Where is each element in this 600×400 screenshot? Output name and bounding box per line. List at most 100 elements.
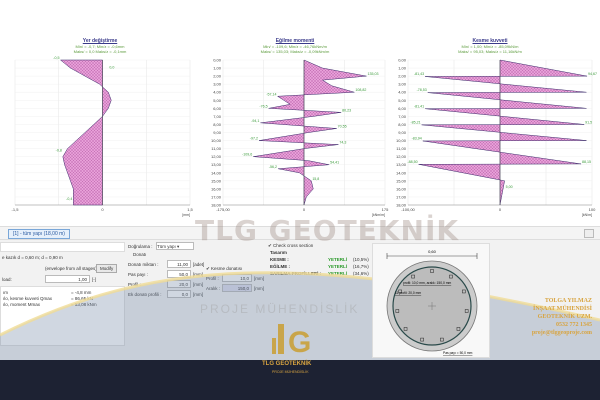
data-label: 135,03 <box>367 72 378 76</box>
extra-profile-label: Ek donatı profili : <box>128 292 162 297</box>
data-label: -94,1 <box>251 119 259 123</box>
depth-tick-label: 5,00 <box>213 98 222 103</box>
shear-chart: Kesme kuvveti Min/ = 1,00; Min/z = -85,0… <box>380 0 600 222</box>
unit: [mm] <box>254 286 264 291</box>
rebar-mark <box>395 309 400 313</box>
logo-subtext: PROJE MÜHENDİSLİK <box>272 370 309 374</box>
data-label: 0,0 <box>109 66 114 70</box>
data-label: 80,23 <box>342 108 351 112</box>
depth-tick-label: 4,00 <box>213 90 222 95</box>
depth-tick-label: 3,00 <box>213 82 222 87</box>
depth-tick-label: 2,00 <box>398 74 407 79</box>
depth-tick-label: 12,00 <box>396 154 407 159</box>
result-label: ılo, kesme kuvveti Qmax <box>3 296 53 301</box>
depth-tick-label: 3,00 <box>398 82 407 87</box>
depth-tick-label: 17,00 <box>211 194 222 199</box>
design-row-status: YETERLİ <box>328 271 348 276</box>
data-label: -109,6 <box>242 153 252 157</box>
design-row-percent: (34,6%) <box>353 271 369 276</box>
shear-plot: 0,001,002,003,004,005,006,007,008,009,00… <box>396 58 597 218</box>
profile-label: Profil : <box>128 282 141 287</box>
depth-tick-label: 13,00 <box>396 162 407 167</box>
data-label: 94,67 <box>588 72 597 76</box>
depth-tick-label: 18,00 <box>396 203 407 208</box>
profile-input[interactable]: 20,0 <box>167 280 191 288</box>
x-unit-label: [kNm/m] <box>372 213 385 217</box>
rebar-mark <box>430 269 434 273</box>
stirrup-label: profil: 10,0 mm, aralık: 150,0 mm <box>403 281 451 285</box>
x-tick-label: 100 <box>589 207 596 212</box>
data-label: -78,53 <box>417 88 427 92</box>
result-value: = 53,08 kNm <box>71 302 97 307</box>
verification-select[interactable]: Tüm yapı ▾ <box>156 242 194 250</box>
bar-count-input[interactable]: 11,00 <box>167 260 191 268</box>
data-label: 88,15 <box>582 160 591 164</box>
cover-input[interactable]: 50,0 <box>167 270 191 278</box>
depth-tick-label: 14,00 <box>211 170 222 175</box>
x-tick-label: 0 <box>303 207 306 212</box>
verification-label: Doğrulama : <box>128 244 153 249</box>
shear-rebar-checkbox[interactable]: ✔ Kesme donatısı <box>206 266 243 271</box>
data-label: -85,21 <box>410 120 420 124</box>
spacing-input[interactable]: 150,0 <box>222 284 252 292</box>
data-label: -0,5 <box>53 56 59 60</box>
chart-title: Eğilme momenti <box>275 38 315 44</box>
rebar-mark <box>449 274 453 279</box>
x-unit-label: [mm] <box>182 213 190 217</box>
logo-text: TLG GEOTEKNİK <box>262 361 312 367</box>
check-section-checkbox[interactable]: ✔ Check cross section <box>268 243 314 248</box>
load-input[interactable]: 1,00 <box>45 275 90 283</box>
modify-button[interactable]: Modify <box>96 264 118 273</box>
depth-tick-label: 11,00 <box>396 146 406 151</box>
result-label: ılo, moment Mmax <box>3 302 41 307</box>
data-label: 108,82 <box>355 88 366 92</box>
export-icon[interactable] <box>584 229 594 238</box>
tlg-logo: G <box>268 318 320 359</box>
moment-chart: Eğilme momenti Min/ = -109,6; Min/z = -4… <box>195 0 395 222</box>
pile-info: e kazık d = 0,60 m; d = 0,90 m <box>2 255 63 260</box>
contact-block: TOLGA YILMAZ İNŞAAT MÜHENDİSİ GEOTEKNİK … <box>500 297 592 337</box>
bars-label: 11 profil: 20,0 mm <box>395 291 421 295</box>
depth-tick-label: 18,00 <box>211 203 222 208</box>
footer-bar <box>0 360 600 400</box>
design-row-percent: (16,7%) <box>353 264 369 269</box>
depth-tick-label: 1,00 <box>398 66 407 71</box>
depth-tick-label: 17,00 <box>396 194 407 199</box>
extra-profile-input[interactable]: 0,0 <box>167 290 191 298</box>
stirrup-profile-input[interactable]: 10,0 <box>222 274 252 282</box>
rebar-mark <box>420 337 424 342</box>
data-label: -88,50 <box>407 160 417 164</box>
contact-specialty: GEOTEKNİK UZM. <box>537 314 592 320</box>
envelope-label: (envelope from all stages) <box>45 266 97 271</box>
depth-tick-label: 16,00 <box>396 186 407 191</box>
depth-tick-label: 4,00 <box>398 90 407 95</box>
diameter-label: 0,60 <box>428 249 437 254</box>
chart-subtitle: Maks/ = 135,03; Maks/z = -0,09kNm/m <box>260 49 330 54</box>
data-label: -97,2 <box>250 137 258 141</box>
chart-subtitle: Maks/ = 0,0 Maks/z = -0,1mm <box>73 49 127 54</box>
chart-title: Kesme kuvveti <box>472 38 508 44</box>
tab-stage-1[interactable]: [1] - tüm yapı (18,00 m) <box>8 229 70 239</box>
depth-tick-label: 5,00 <box>398 98 407 103</box>
bar-count-label: Donatı miktarı : <box>128 262 159 267</box>
data-label: -56,2 <box>269 165 277 169</box>
design-row-status: YETERLİ <box>328 264 348 269</box>
result-value: = 86,65 kN <box>71 296 93 301</box>
depth-tick-label: 0,00 <box>213 58 222 63</box>
depth-tick-label: 13,00 <box>211 162 222 167</box>
x-tick-label: -175,00 <box>216 207 230 212</box>
x-tick-label: -100,00 <box>401 207 415 212</box>
pile-select[interactable] <box>0 242 125 252</box>
rebar-mark <box>398 289 402 294</box>
depth-tick-label: 14,00 <box>396 170 407 175</box>
contact-name: TOLGA YILMAZ <box>544 298 592 304</box>
depth-tick-label: 7,00 <box>213 114 222 119</box>
data-label: 91,5 <box>585 120 592 124</box>
rebar-mark <box>403 327 408 331</box>
watermark-brand: TLG GEOTEKNİK <box>195 214 460 247</box>
unit: [adet] <box>193 262 205 267</box>
design-row-percent: (10,5%) <box>353 257 369 262</box>
rebar-mark <box>464 309 469 313</box>
depth-tick-label: 6,00 <box>213 106 222 111</box>
chart-title: Yer değiştirme <box>82 38 118 44</box>
